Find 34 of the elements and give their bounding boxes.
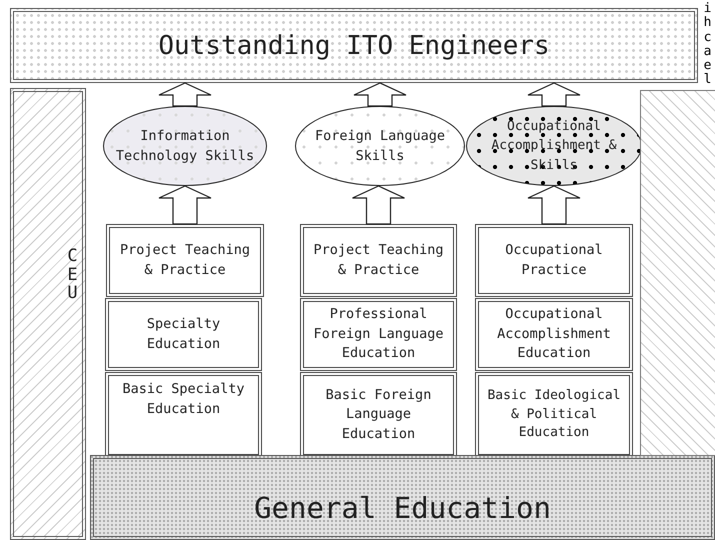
node-label: Foreign Language Skills: [314, 126, 446, 166]
node-label: Basic Ideological & Political Education: [486, 386, 622, 442]
block-arrow: [353, 82, 407, 107]
node-label: Occupational Accomplishment Education: [496, 305, 612, 364]
block-arrow: [527, 82, 581, 107]
vertical-label: CEU: [66, 247, 79, 304]
node-label: Information Technology Skills: [114, 126, 256, 166]
node-label: Outstanding ITO Engineers: [158, 30, 550, 60]
hatched-band: [640, 90, 715, 456]
block-arrow: [352, 185, 406, 225]
block-arrow: [158, 82, 212, 107]
course-box: [475, 298, 633, 371]
node-label: Project Teaching & Practice: [118, 240, 252, 280]
block-arrow: [158, 185, 212, 225]
course-box: [475, 224, 633, 297]
block-arrow: [527, 185, 581, 225]
foundation-band: [90, 455, 715, 540]
node-label: Specialty Education: [146, 314, 222, 354]
node-label: Project Teaching & Practice: [312, 240, 445, 280]
node-label: Occupational Practice: [504, 240, 604, 280]
course-box: [300, 224, 457, 297]
node-label: Basic Foreign Language Education: [324, 386, 432, 444]
title-band: [10, 8, 698, 83]
course-box: [106, 224, 264, 297]
course-box: [475, 372, 633, 458]
course-box: [105, 298, 262, 371]
side-band: [10, 88, 86, 540]
course-box: [105, 372, 262, 458]
course-box: [300, 372, 457, 458]
node-label: Occupational Accomplishment & Skills: [490, 118, 618, 175]
node-label: Basic Specialty Education: [122, 380, 246, 419]
node-label: Professional Foreign Language Education: [312, 305, 445, 364]
node-label: General Education: [254, 490, 551, 524]
course-box: [300, 298, 457, 371]
